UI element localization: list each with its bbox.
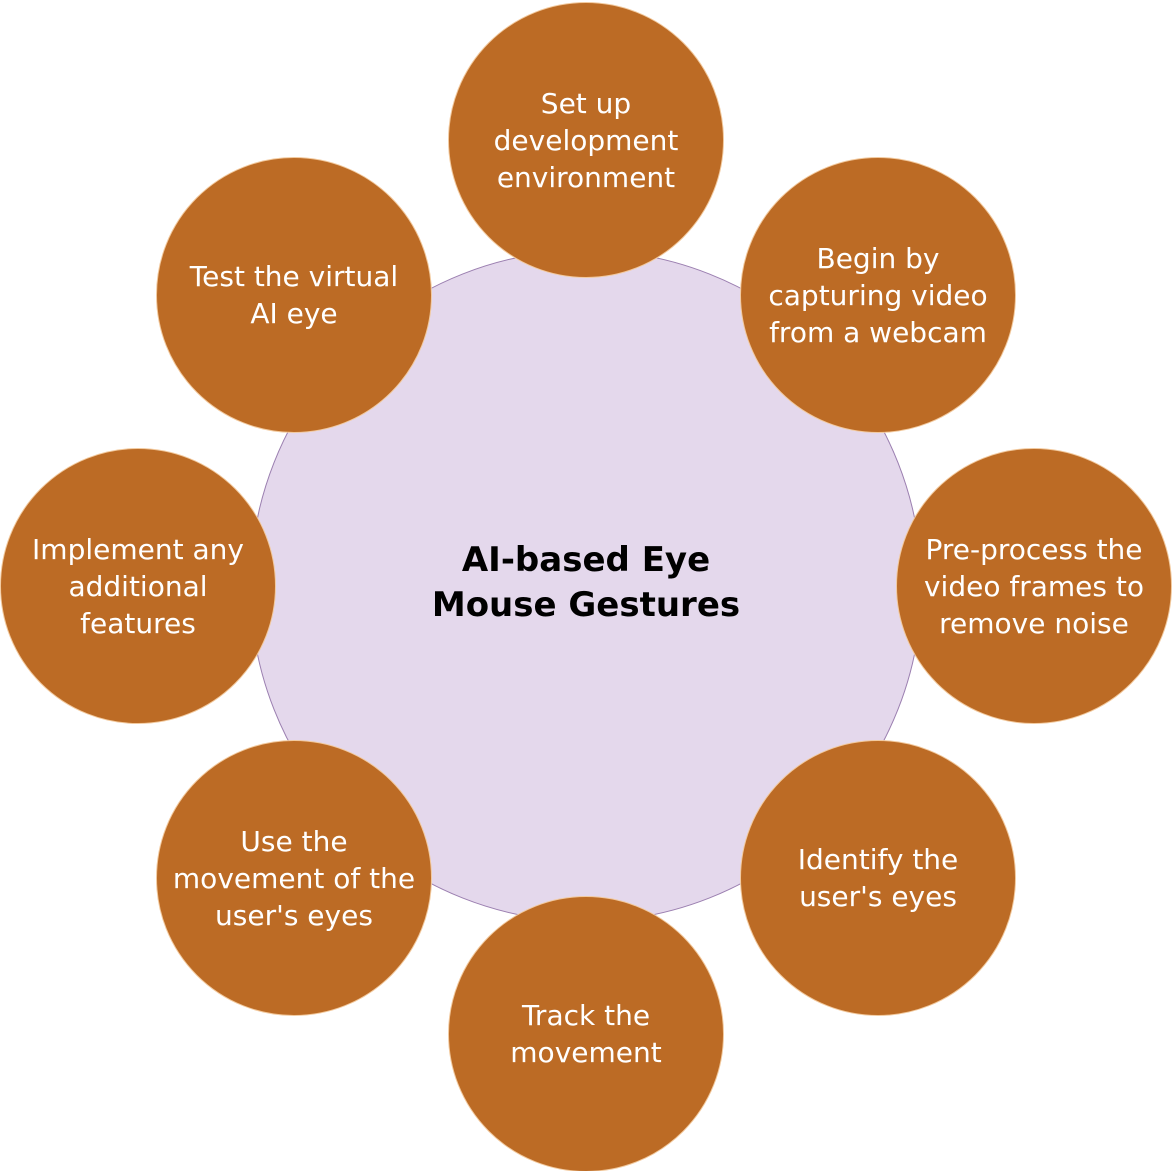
step-label: Identify the user's eyes bbox=[797, 843, 959, 913]
step-node-test: Test the virtual AI eye bbox=[156, 157, 432, 433]
step-label: Use the movement of the user's eyes bbox=[172, 824, 416, 932]
step-label: Implement any additional features bbox=[32, 532, 244, 640]
step-node-use-movement: Use the movement of the user's eyes bbox=[156, 740, 432, 1016]
step-label: Test the virtual AI eye bbox=[189, 260, 399, 330]
center-title: AI-based Eye Mouse Gestures bbox=[431, 540, 741, 625]
step-label: Track the movement bbox=[510, 999, 662, 1069]
step-node-capture-video: Begin by capturing video from a webcam bbox=[740, 157, 1016, 433]
step-node-additional-features: Implement any additional features bbox=[0, 448, 276, 724]
step-label: Set up development environment bbox=[493, 86, 679, 194]
step-label: Begin by capturing video from a webcam bbox=[768, 241, 988, 349]
step-node-track-movement: Track the movement bbox=[448, 896, 724, 1171]
step-node-preprocess: Pre-process the video frames to remove n… bbox=[896, 448, 1172, 724]
step-node-setup: Set up development environment bbox=[448, 2, 724, 278]
step-node-identify-eyes: Identify the user's eyes bbox=[740, 740, 1016, 1016]
step-label: Pre-process the video frames to remove n… bbox=[923, 532, 1144, 640]
